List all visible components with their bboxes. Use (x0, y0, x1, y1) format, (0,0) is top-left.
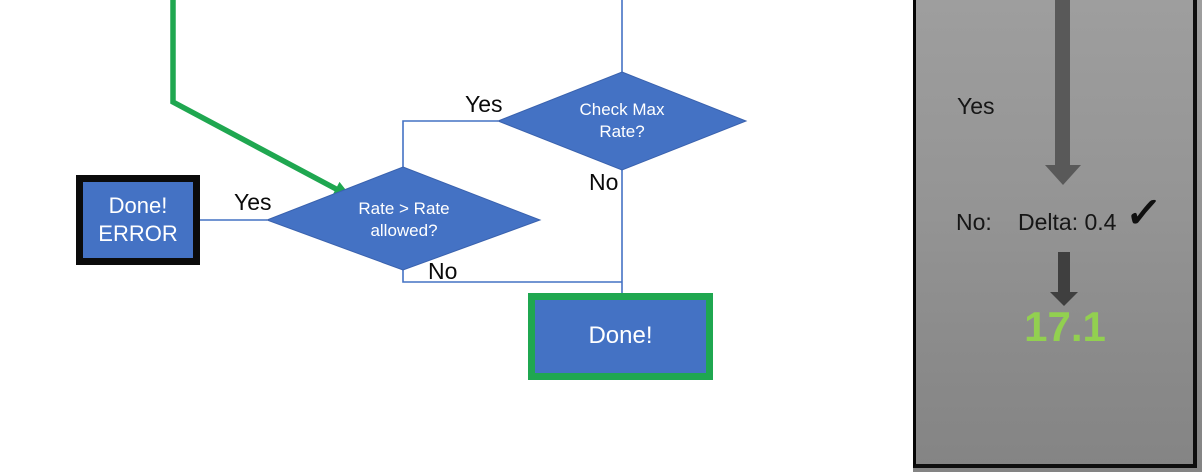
panel-no-label: No: (956, 209, 992, 235)
result-value: 17.1 (1024, 303, 1106, 350)
check-max-no-label: No (589, 169, 619, 195)
green-flow-trace (170, 0, 340, 193)
check-max-yes-label: Yes (465, 91, 503, 117)
down-arrow-icon (1055, 0, 1070, 165)
down-arrow-head-icon (1045, 165, 1081, 185)
panel-yes-label: Yes (957, 93, 995, 119)
down-arrow2-icon (1058, 252, 1070, 292)
panel-delta-value: Delta: 0.4 (1018, 209, 1117, 235)
rate-yes-label: Yes (234, 189, 272, 215)
connector-rate-no (402, 270, 622, 283)
done-box: Done! (528, 293, 713, 380)
checkmark-icon: ✓ (1123, 189, 1164, 236)
check-max-rate-label: Check Max Rate? (579, 99, 665, 141)
done-error-box: Done! ERROR (76, 175, 200, 265)
check-max-rate-diamond (496, 71, 748, 171)
rate-allowed-label: Rate > Rate allowed? (358, 198, 450, 240)
rate-no-label: No (428, 258, 458, 284)
down-arrow2-head-icon (1050, 292, 1078, 306)
rate-allowed-diamond (265, 166, 542, 271)
connector-check-max-yes (402, 120, 498, 167)
